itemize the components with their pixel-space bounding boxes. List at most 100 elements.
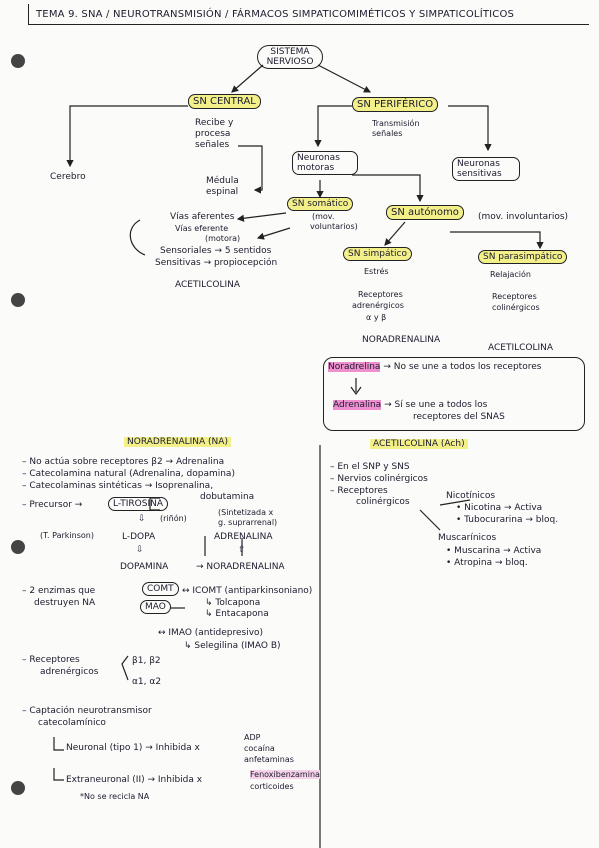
atropina-item: • Atropina → bloq. (446, 558, 528, 568)
acetilcolina-parasimpatico: ACETILCOLINA (488, 343, 554, 353)
icomt-label: ↔ ICOMT (antiparkinsoniano) (182, 586, 313, 596)
enzimas-1-text: 2 enzimas que (29, 586, 96, 596)
vias-eferentes-2: (motora) (205, 234, 241, 243)
simpatico-rec-1: Receptores (358, 290, 403, 299)
central-desc-1: Recibe y (195, 118, 234, 128)
ach-item-1-text: En el SNP y SNS (337, 462, 410, 472)
na-item-3-text: Catecolaminas sintéticas → Isoprenalina, (29, 481, 214, 491)
captacion-1: – Captación neurotransmisor (22, 706, 152, 716)
tolcapona-label: ↳ Tolcapona (205, 598, 261, 608)
adp-2: cocaína (244, 744, 275, 753)
sn-periferico-box: SN PERIFÉRICO (352, 97, 439, 112)
no-recicla: *No se recicla NA (80, 792, 150, 801)
note-noradrenalina: Noradrelina → No se une a todos los rece… (328, 362, 541, 372)
periferico-desc-2: señales (372, 129, 403, 138)
adp-1: ADP (244, 733, 261, 742)
motoras-line-2: motoras (297, 163, 335, 173)
acetilcolina-heading: ACETILCOLINA (Ach) (370, 439, 468, 450)
root-label: SISTEMA NERVIOSO (266, 47, 314, 67)
ach-item-2: – Nervios colinérgicos (330, 474, 428, 484)
noradrenalina-heading: NORADRENALINA (NA) (124, 437, 231, 448)
receptores-2: adrenérgicos (40, 667, 99, 677)
sn-parasimpatico-box: SN parasimpático (478, 250, 568, 264)
parasimpatico-rec-2: colinérgicos (492, 303, 540, 312)
dopamina-label: DOPAMINA (120, 562, 169, 572)
enzimas-2: destruyen NA (34, 598, 96, 608)
note-adre-text-1: → Sí se une a todos los (384, 400, 488, 410)
sn-somatico-label: SN somático (292, 199, 349, 209)
adp-3: anfetaminas (244, 755, 294, 764)
simpatico-desc: Estrés (364, 267, 389, 276)
nicotina-item: • Nicotina → Activa (456, 503, 543, 513)
tubocurarina-item: • Tubocurarina → bloq. (456, 515, 559, 525)
sn-central-box: SN CENTRAL (188, 94, 261, 109)
vias-aferentes: Vías aferentes (170, 212, 235, 222)
selegilina-label: ↳ Selegilina (IMAO B) (184, 641, 281, 651)
neuronal-label: Neuronal (tipo 1) → Inhibida x (66, 743, 200, 753)
mao-label: MAO (145, 602, 166, 612)
na-item-2-text: Catecolamina natural (Adrenalina, dopami… (29, 469, 235, 479)
cerebro-label: Cerebro (50, 172, 86, 182)
noradrenalina-simpatico: NORADRENALINA (362, 335, 441, 345)
punch-hole (11, 540, 25, 554)
mao-box: MAO (140, 600, 171, 614)
imao-label: ↔ IMAO (antidepresivo) (158, 628, 264, 638)
extraneuronal-label: Extraneuronal (II) → Inhibida x (66, 775, 203, 785)
note-nora-highlight: Noradrelina (328, 362, 381, 372)
receptores-1: – Receptores (22, 655, 80, 665)
central-desc-2: procesa (195, 129, 231, 139)
noradrenalina-label: → NORADRENALINA (196, 562, 285, 572)
parkinson-note: (T. Parkinson) (40, 531, 94, 540)
muscarina-item: • Muscarina → Activa (446, 546, 542, 556)
acetilcolina-somatico: ACETILCOLINA (175, 280, 241, 290)
somatico-desc-1: (mov. (312, 212, 335, 221)
sn-parasimpatico-label: SN parasimpático (483, 252, 563, 262)
note-nora-text: → No se une a todos los receptores (383, 362, 542, 372)
ach-item-1: – En el SNP y SNS (330, 462, 410, 472)
fenoxi-2: corticoides (250, 782, 294, 791)
fenoxi-1: Fenoxibenzamina (250, 770, 320, 780)
precursor-text: Precursor → (29, 500, 83, 510)
punch-hole (11, 293, 25, 307)
rinon-note: (riñón) (160, 514, 187, 523)
adrenalina-label: ADRENALINA (214, 532, 273, 542)
simpatico-rec-3: α y β (366, 313, 387, 322)
sintetizada-2: g. suprarrenal) (218, 518, 278, 527)
sn-autonomo-box: SN autónomo (386, 205, 464, 220)
sn-simpatico-box: SN simpático (343, 247, 412, 261)
sistema-nervioso-box: SISTEMA NERVIOSO (257, 45, 323, 69)
na-item-3: – Catecolaminas sintéticas → Isoprenalin… (22, 481, 214, 491)
sn-autonomo-label: SN autónomo (391, 207, 459, 218)
ach-receptores-1-text: Receptores (337, 486, 388, 496)
arrow-up-1: ⇧ (238, 545, 246, 555)
precursor-label: – Precursor → (22, 500, 83, 510)
parasimpatico-desc: Relajación (490, 270, 531, 279)
tirosina-label: L-TIROSINA (113, 499, 164, 509)
sn-somatico-box: SN somático (287, 197, 354, 211)
page-title: TEMA 9. SNA / NEUROTRANSMISIÓN / FÁRMACO… (36, 9, 515, 20)
note-adre-highlight: Adrenalina (333, 400, 382, 410)
comt-label: COMT (147, 584, 174, 594)
sensoriales: Sensoriales → 5 sentidos (160, 246, 272, 256)
tirosina-box: L-TIROSINA (108, 497, 169, 511)
na-item-1-text: No actúa sobre receptores β2 → Adrenalin… (29, 457, 225, 467)
medula-1: Médula (206, 176, 239, 186)
sintetizada-1: (Sintetizada x (218, 508, 274, 517)
neuronas-sensitivas-box: Neuronas sensitivas (452, 157, 520, 181)
ach-receptores-1: – Receptores (330, 486, 388, 496)
captacion-1-text: Captación neurotransmisor (29, 706, 152, 716)
entacapona-label: ↳ Entacapona (205, 609, 269, 619)
beta-receptors: β1, β2 (132, 656, 161, 666)
ldopa-label: L-DOPA (122, 532, 156, 542)
parasimpatico-rec-1: Receptores (492, 292, 537, 301)
title-frame (28, 4, 589, 25)
simpatico-rec-2: adrenérgicos (352, 301, 404, 310)
autonomo-desc: (mov. involuntarios) (478, 212, 569, 222)
sn-central-label: SN CENTRAL (193, 96, 256, 107)
na-item-3b: dobutamina (200, 492, 255, 502)
motoras-line-1: Neuronas (297, 153, 340, 163)
enzimas-1: – 2 enzimas que (22, 586, 96, 596)
captacion-2: catecolamínico (38, 718, 106, 728)
ach-item-2-text: Nervios colinérgicos (337, 474, 428, 484)
